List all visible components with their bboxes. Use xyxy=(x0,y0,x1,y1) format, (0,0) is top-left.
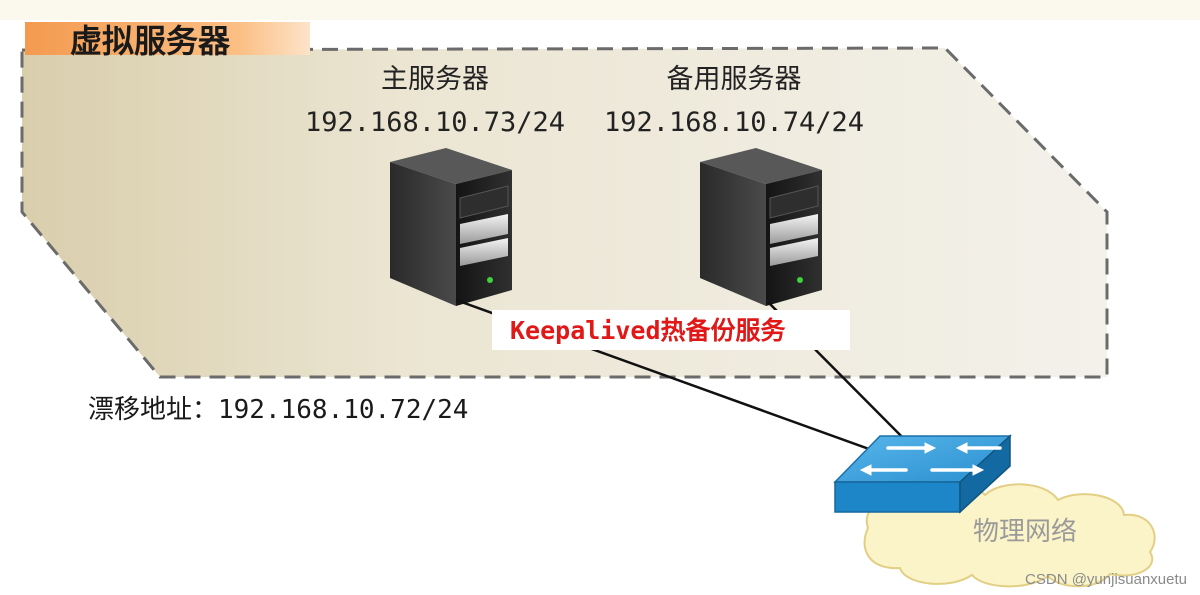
primary-server-ip: 192.168.10.73/24 xyxy=(305,107,565,138)
virtual-server-title-band: 虚拟服务器 xyxy=(25,22,310,60)
floating-address: 漂移地址：192.168.10.72/24 xyxy=(88,395,468,425)
virtual-server-title: 虚拟服务器 xyxy=(70,22,231,60)
virtual-server-zone xyxy=(20,46,1109,379)
tower-server-icon xyxy=(700,148,822,306)
physical-network-label: 物理网络 xyxy=(973,517,1077,547)
backup-server-ip: 192.168.10.74/24 xyxy=(604,107,864,138)
service-label-bg xyxy=(492,310,850,350)
tower-server-icon xyxy=(390,148,512,306)
keepalived-service-label: Keepalived热备份服务 xyxy=(510,316,786,345)
network-switch-icon xyxy=(833,434,1012,514)
backup-server-label: 备用服务器 xyxy=(667,64,802,95)
top-tint xyxy=(0,0,1200,20)
watermark: CSDN @yunjisuanxuetu xyxy=(1025,571,1187,588)
primary-server-label: 主服务器 xyxy=(381,64,489,95)
